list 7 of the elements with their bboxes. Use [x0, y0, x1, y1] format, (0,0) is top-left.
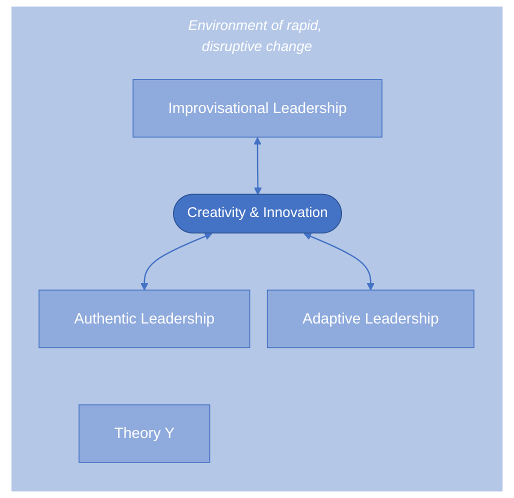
node-box: Adaptive Leadership: [266, 290, 474, 348]
node-box: Authentic Leadership: [38, 290, 250, 348]
node-box: Theory Y: [78, 404, 210, 463]
arrow: [304, 232, 375, 290]
node-box: Improvisational Leadership: [132, 79, 382, 138]
arrow: [140, 232, 212, 290]
arrow: [254, 137, 262, 196]
